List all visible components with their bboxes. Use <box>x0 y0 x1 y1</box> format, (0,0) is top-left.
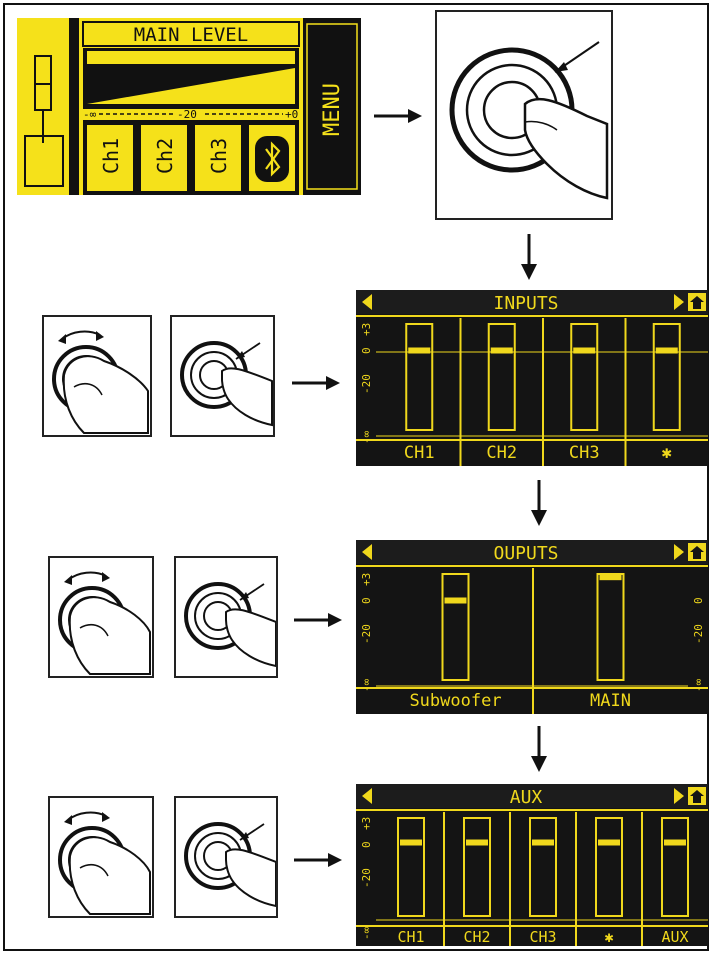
knob-press-icon <box>184 822 277 908</box>
scale-minus-inf: -∞ <box>360 678 373 692</box>
arrow-right-icon <box>292 376 340 390</box>
knob-press-illustration-1 <box>170 315 275 437</box>
fader-track[interactable] <box>463 817 491 917</box>
arrow-right-icon <box>294 613 342 627</box>
fader-level-marker[interactable] <box>573 347 596 354</box>
nav-left-icon[interactable] <box>362 294 372 310</box>
scale-minus20: -20 <box>360 624 373 644</box>
fader-level-marker[interactable] <box>598 839 620 846</box>
channel-label[interactable]: ✱ <box>604 928 613 946</box>
scale-minus20-right: -20 <box>692 624 705 644</box>
fader-track[interactable] <box>397 817 425 917</box>
fader-track[interactable] <box>595 817 623 917</box>
arrow-right-icon <box>294 853 342 867</box>
knob-rotate-icon <box>58 571 151 675</box>
channel-label[interactable]: AUX <box>661 928 688 946</box>
fader-level-marker[interactable] <box>400 839 422 846</box>
arrow-down-icon <box>531 726 547 772</box>
fader-level-marker[interactable] <box>664 839 686 846</box>
channel-label[interactable]: CH3 <box>529 928 556 946</box>
channel-label[interactable]: CH2 <box>463 928 490 946</box>
fader-level-marker[interactable] <box>444 597 467 604</box>
fader-track[interactable] <box>487 323 516 431</box>
nav-left-icon[interactable] <box>362 788 372 804</box>
channel-label[interactable]: MAIN <box>590 691 631 711</box>
arrow-down-icon <box>521 234 537 280</box>
fader-track[interactable] <box>529 817 557 917</box>
main-ch1-label: Ch1 <box>99 138 123 174</box>
scale-plus3: +3 <box>360 817 373 830</box>
aux-title: AUX <box>510 787 543 808</box>
knob-rotate-icon <box>52 330 149 434</box>
menu-label: MENU <box>320 83 345 136</box>
nav-right-icon[interactable] <box>674 294 684 310</box>
main-ch2-label: Ch2 <box>153 138 177 174</box>
knob-rotate-icon <box>58 811 151 915</box>
scale-max-label: +0 <box>285 108 298 121</box>
scale-mid-label: -20 <box>177 108 197 121</box>
knob-rotate-illustration-1 <box>42 315 152 437</box>
nav-left-icon[interactable] <box>362 544 372 560</box>
main-level-display: MAIN LEVEL -∞ -20 +0 Ch1 Ch2 Ch3 MENU <box>17 18 361 195</box>
fader-track[interactable] <box>405 323 434 431</box>
arrow-down-icon <box>531 480 547 526</box>
outputs-screen: OUPUTS +3 0 -20 -∞ 0 -20 -∞ Subwoofer MAI… <box>356 540 708 714</box>
channel-label[interactable]: ✱ <box>662 443 672 463</box>
channel-label[interactable]: Subwoofer <box>409 691 501 711</box>
fader-level-marker[interactable] <box>532 839 554 846</box>
scale-plus3: +3 <box>360 573 373 586</box>
knob-press-illustration <box>435 10 613 220</box>
diagram-frame <box>3 3 709 951</box>
home-icon[interactable] <box>688 543 706 561</box>
scale-minus-inf: -∞ <box>360 430 373 444</box>
inputs-screen: INPUTS +3 0 -20 -∞ CH1 CH2 CH3 ✱ <box>356 290 708 466</box>
fader-track[interactable] <box>652 323 681 431</box>
scale-0-right: 0 <box>692 597 705 604</box>
outputs-title: OUPUTS <box>493 543 558 564</box>
fader-track[interactable] <box>661 817 689 917</box>
channel-label[interactable]: CH2 <box>486 443 517 463</box>
scale-minus20: -20 <box>360 868 373 888</box>
knob-press-illustration-3 <box>174 796 278 918</box>
nav-right-icon[interactable] <box>674 788 684 804</box>
fader-level-marker[interactable] <box>490 347 513 354</box>
fader-track[interactable] <box>596 573 625 681</box>
home-icon[interactable] <box>688 787 706 805</box>
fader-level-marker[interactable] <box>466 839 488 846</box>
scale-minus-inf: -∞ <box>360 926 373 940</box>
scale-minus20: -20 <box>360 374 373 394</box>
fader-level-marker[interactable] <box>655 347 678 354</box>
knob-press-icon <box>449 41 609 200</box>
arrow-right-icon <box>374 109 422 123</box>
scale-0: 0 <box>360 597 373 604</box>
nav-right-icon[interactable] <box>674 544 684 560</box>
inputs-title: INPUTS <box>493 293 558 314</box>
bluetooth-icon <box>255 136 289 182</box>
scale-0: 0 <box>360 347 373 354</box>
aux-screen: AUX +3 0 -20 -∞ CH1 CH2 CH3 ✱ AUX <box>356 784 708 946</box>
fader-track[interactable] <box>570 323 599 431</box>
knob-rotate-illustration-3 <box>48 796 154 918</box>
knob-press-illustration-2 <box>174 556 278 678</box>
knob-rotate-illustration-2 <box>48 556 154 678</box>
fader-track[interactable] <box>441 573 470 681</box>
main-ch3-label: Ch3 <box>207 138 231 174</box>
main-level-screen: MAIN LEVEL -∞ -20 +0 Ch1 Ch2 Ch3 MENU <box>24 18 361 195</box>
scale-0: 0 <box>360 841 373 848</box>
scale-min-label: -∞ <box>83 108 97 121</box>
scale-plus3: +3 <box>360 323 373 336</box>
knob-press-icon <box>184 582 277 668</box>
scale-minus-inf-right: -∞ <box>692 678 705 692</box>
channel-label[interactable]: CH3 <box>569 443 600 463</box>
main-level-title: MAIN LEVEL <box>134 24 248 46</box>
fader-level-marker[interactable] <box>599 574 622 581</box>
channel-label[interactable]: CH1 <box>404 443 435 463</box>
fader-level-marker[interactable] <box>408 347 431 354</box>
channel-label[interactable]: CH1 <box>397 928 424 946</box>
home-icon[interactable] <box>688 293 706 311</box>
knob-press-icon <box>180 341 273 427</box>
fader-icon <box>24 55 64 187</box>
